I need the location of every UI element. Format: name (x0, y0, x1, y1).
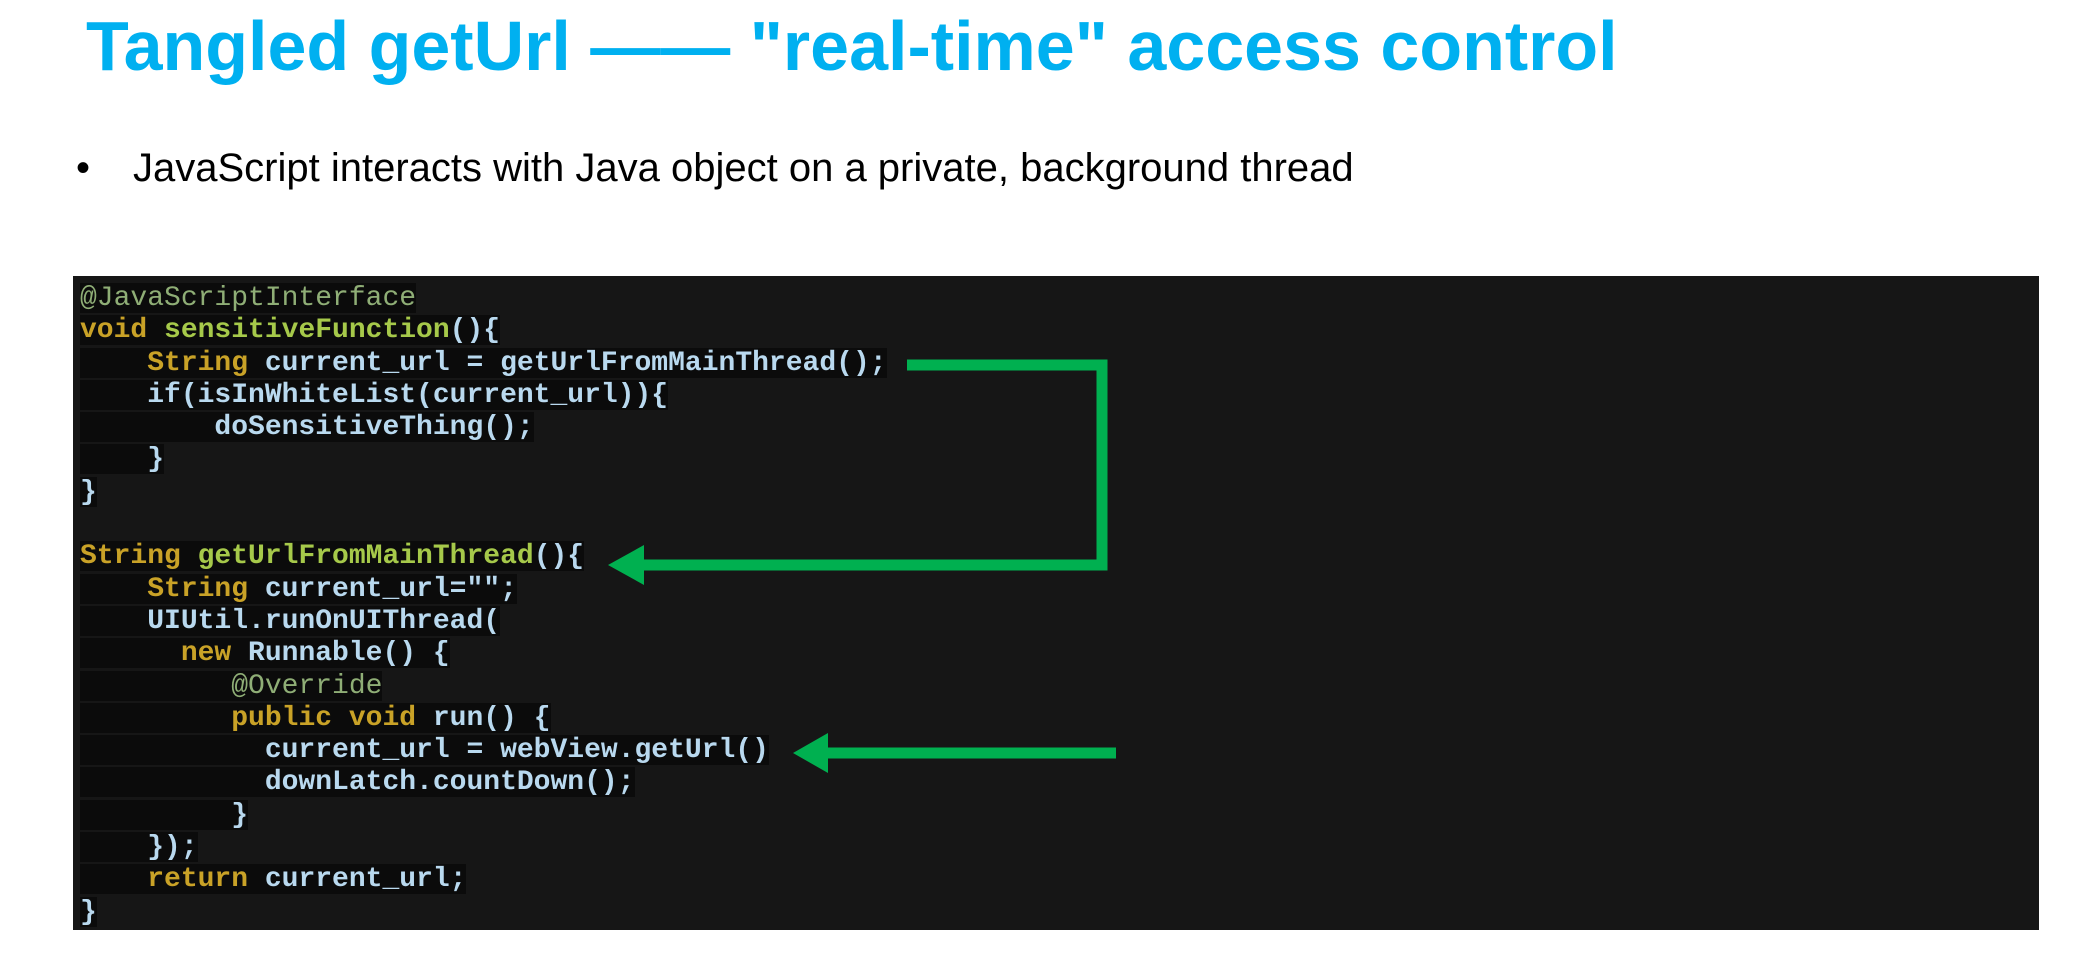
code-line-highlight: String current_url = getUrlFromMainThrea… (80, 347, 887, 379)
code-line: current_url = webView.getUrl() (80, 735, 887, 767)
code-line: } (80, 799, 887, 832)
code-token: }); (80, 832, 198, 864)
code-line: } (80, 896, 887, 929)
code-line: downLatch.countDown(); (80, 767, 887, 799)
code-line-highlight: doSensitiveThing(); (80, 412, 534, 444)
code-token: doSensitiveThing(); (80, 412, 534, 444)
code-line-highlight: new Runnable() { (80, 638, 450, 670)
code-token: (){ (449, 315, 501, 347)
code-line-highlight: void sensitiveFunction(){ (80, 315, 501, 347)
code-line: } (80, 444, 887, 476)
code-token: if(isInWhiteList(current_url)){ (80, 379, 669, 411)
code-line: void sensitiveFunction(){ (80, 315, 887, 347)
code-line: String current_url=""; (80, 573, 887, 606)
code-line-highlight: }); (80, 832, 198, 864)
code-line: String current_url = getUrlFromMainThrea… (80, 347, 887, 380)
bullet-point: • JavaScript interacts with Java object o… (76, 146, 1354, 191)
code-line: doSensitiveThing(); (80, 412, 887, 444)
code-line-highlight: @Override (80, 670, 383, 702)
code-line-highlight: } (80, 896, 97, 928)
code-token: void (80, 315, 165, 347)
code-line-highlight: } (80, 476, 97, 508)
code-line: String getUrlFromMainThread(){ (80, 541, 887, 573)
code-token: return (147, 864, 265, 896)
code-token: public void (231, 702, 433, 734)
code-line-highlight: String current_url=""; (80, 573, 517, 605)
code-token: current_url = getUrlFromMainThread(); (264, 347, 887, 379)
code-token: String (80, 541, 198, 573)
code-token: sensitiveFunction (164, 315, 450, 347)
code-token: current_url=""; (264, 573, 517, 605)
code-token: getUrlFromMainThread (197, 541, 534, 573)
code-line: UIUtil.runOnUIThread( (80, 605, 887, 638)
code-line: @Override (80, 670, 887, 703)
code-line: new Runnable() { (80, 638, 887, 670)
code-line-highlight: @JavaScriptInterface (80, 283, 417, 314)
code-token: UIUtil.runOnUIThread( (80, 605, 501, 637)
code-token: } (80, 444, 165, 476)
code-token: current_url = webView.getUrl() (80, 735, 769, 767)
code-token: current_url; (264, 864, 467, 896)
code-line-highlight: UIUtil.runOnUIThread( (80, 605, 501, 637)
code-line-highlight: String getUrlFromMainThread(){ (80, 541, 585, 573)
code-token: (){ (533, 541, 585, 573)
code-line: public void run() { (80, 702, 887, 735)
code-line: } (80, 476, 887, 509)
code-token: } (80, 476, 97, 508)
bullet-icon: • (76, 146, 91, 190)
code-token: downLatch.countDown(); (80, 767, 635, 799)
bullet-text: JavaScript interacts with Java object on… (133, 146, 1354, 190)
code-line: @JavaScriptInterface (80, 283, 887, 315)
arrow-to-geturl (793, 733, 1116, 773)
code-token: String (147, 573, 265, 605)
code-line: }); (80, 832, 887, 864)
code-line-highlight: if(isInWhiteList(current_url)){ (80, 379, 669, 411)
code-line: if(isInWhiteList(current_url)){ (80, 379, 887, 412)
code-line-highlight: } (80, 444, 165, 476)
code-line-highlight: public void run() { (80, 702, 551, 734)
code-token: @JavaScriptInterface (80, 283, 417, 314)
arrow-call-to-definition (608, 359, 1108, 585)
code-line-highlight: return current_url; (80, 864, 467, 896)
slide-title: Tangled getUrl —— "real-time" access con… (86, 7, 1618, 85)
code-token: new (180, 638, 249, 670)
code-token: Runnable() { (248, 638, 450, 670)
code-token: @Override (231, 670, 383, 702)
code-token: } (80, 799, 249, 831)
code-line-highlight: } (80, 799, 249, 831)
code-line: return current_url; (80, 864, 887, 896)
code-token: run() { (432, 702, 551, 734)
code-line-highlight: downLatch.countDown(); (80, 767, 635, 799)
code-token: String (147, 347, 265, 379)
code-line-highlight: current_url = webView.getUrl() (80, 735, 769, 767)
code-token: } (80, 896, 97, 928)
